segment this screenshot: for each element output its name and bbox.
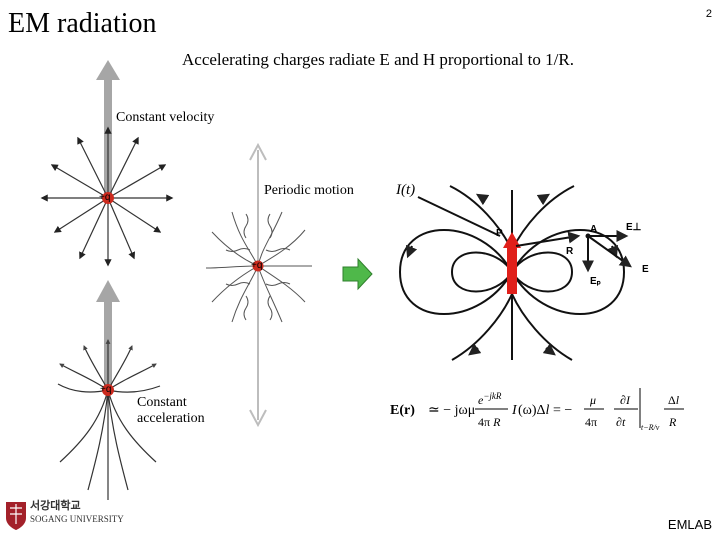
periodic-motion-charge [252,260,264,272]
svg-text:∂t: ∂t [616,415,626,429]
page-number: 2 [705,8,712,20]
label-e-perp: E⊥ [626,222,642,233]
constant-velocity-field [40,126,174,267]
dipole-element [503,232,521,294]
svg-text:I: I [511,403,518,418]
radiation-equation: E(r) ≃ − jωμ e−jkR 4π R I (ω)Δl = − μ 4π… [390,388,684,432]
transition-arrow [342,257,373,291]
svg-text:Δl: Δl [668,393,680,407]
svg-text:e−jkR: e−jkR [478,391,502,407]
svg-text:4π: 4π [585,415,597,429]
constant-acceleration-charge-label: +q [100,384,112,395]
svg-text:(ω)Δl = −: (ω)Δl = − [518,403,572,418]
svg-text:E(r): E(r) [390,403,415,418]
periodic-motion-label: Periodic motion [264,183,354,198]
constant-acceleration-charge [102,384,114,396]
label-e-p: Eₚ [590,276,601,287]
logo-line-1: 서강대학교 [30,500,81,512]
slide-subtitle: Accelerating charges radiate E and H pro… [182,50,574,69]
observation-point [585,233,591,239]
current-label: I(t) [395,182,415,198]
label-e: E [642,264,649,275]
current-pointer-line [417,196,501,237]
constant-acceleration-field [57,339,161,500]
constant-acceleration-label-1: Constant [137,395,187,410]
svg-text:R: R [668,415,677,429]
logo-line-2: SOGANG UNIVERSITY [30,514,124,524]
constant-acceleration-label-2: acceleration [137,411,205,426]
svg-text:t−R/v: t−R/v [641,423,660,432]
svg-text:≃ − jωμ: ≃ − jωμ [428,403,475,418]
periodic-motion-charge-label: +q [251,260,263,271]
constant-velocity-charge [102,192,114,204]
label-a: A [590,224,597,235]
label-r: R [566,246,574,257]
footer-lab-name: EMLAB [667,517,712,532]
svg-text:μ: μ [589,393,596,407]
slide-title: EM radiation [8,8,157,39]
constant-velocity-label: Constant velocity [116,110,215,125]
university-logo-text: 서강대학교 SOGANG UNIVERSITY [30,500,124,526]
label-p: P [496,228,503,239]
field-vectors [515,230,632,273]
svg-text:4π R: 4π R [478,415,501,429]
constant-velocity-charge-label: +q [99,192,111,203]
svg-text:∂I: ∂I [620,393,631,407]
periodic-motion-arrow [249,142,267,428]
university-logo-icon [6,502,26,530]
